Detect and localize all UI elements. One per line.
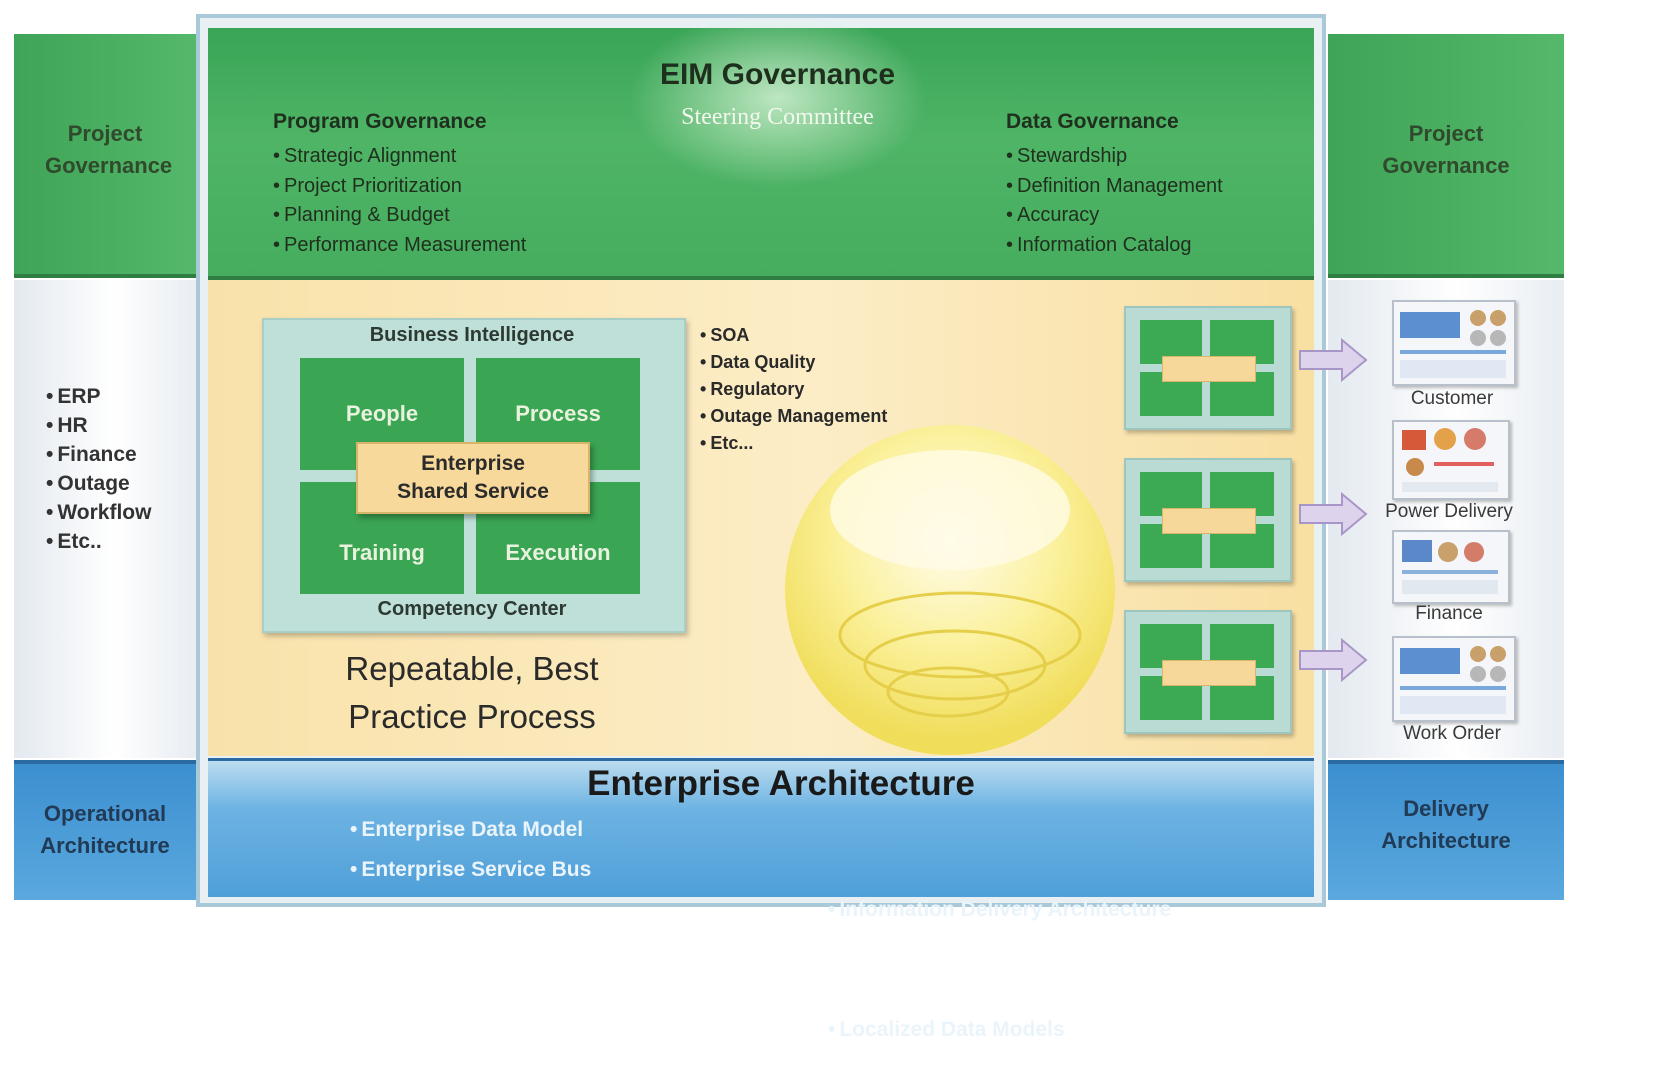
left-systems-list: ERP HR Finance Outage Workflow Etc.. xyxy=(46,382,151,556)
topic-item: Outage Management xyxy=(700,403,887,430)
architecture-list-right: Information Delivery Architecture Locali… xyxy=(828,810,1171,1090)
topics-list: SOA Data Quality Regulatory Outage Manag… xyxy=(700,322,887,457)
topic-item: Regulatory xyxy=(700,376,887,403)
architecture-item: Enterprise Service Bus xyxy=(350,850,591,890)
arrow-right-icon xyxy=(1299,338,1368,382)
architecture-item: Localized Data Models xyxy=(828,1010,1171,1050)
enterprise-shared-service-box: Enterprise Shared Service xyxy=(356,442,590,514)
architecture-item: Enterprise Data Model xyxy=(350,810,591,850)
system-item: ERP xyxy=(46,382,151,411)
topic-item: Data Quality xyxy=(700,349,887,376)
system-item: Workflow xyxy=(46,498,151,527)
topic-item: Etc... xyxy=(700,430,887,457)
operational-architecture-label: Operational Architecture xyxy=(40,801,170,858)
data-governance-item: Definition Management xyxy=(1006,172,1223,202)
customer-report-thumbnail xyxy=(1392,300,1516,386)
competency-center-label: Competency Center xyxy=(377,598,567,620)
architecture-item: Information Delivery Architecture xyxy=(828,890,1171,930)
system-item: HR xyxy=(46,411,151,440)
sphere-graphic xyxy=(785,425,1115,755)
left-governance-panel xyxy=(14,34,196,278)
data-governance-heading: Data Governance xyxy=(1006,110,1179,133)
arrow-right-icon xyxy=(1299,492,1368,536)
tagline-line: Practice Process xyxy=(348,698,596,735)
delivery-architecture-label: Delivery Architecture xyxy=(1381,796,1511,853)
left-architecture-panel xyxy=(14,760,196,900)
program-item: Project Prioritization xyxy=(273,172,526,202)
power-delivery-report-thumbnail xyxy=(1392,420,1510,500)
steering-committee-subtitle: Steering Committee xyxy=(681,104,874,130)
program-governance-list: Strategic Alignment Project Prioritizati… xyxy=(273,142,526,260)
finance-report-thumbnail xyxy=(1392,530,1510,604)
system-item: Etc.. xyxy=(46,527,151,556)
enterprise-architecture-title: Enterprise Architecture xyxy=(587,764,975,803)
data-governance-item: Stewardship xyxy=(1006,142,1223,172)
left-project-governance-label: Project Governance xyxy=(45,121,173,178)
business-intelligence-label: Business Intelligence xyxy=(369,324,575,346)
service-tile-3 xyxy=(1124,610,1292,734)
data-governance-list: Stewardship Definition Management Accura… xyxy=(1006,142,1223,260)
architecture-list-left: Enterprise Data Model Enterprise Service… xyxy=(350,810,591,890)
report-caption: Power Delivery xyxy=(1385,501,1513,522)
system-item: Outage xyxy=(46,469,151,498)
right-project-governance-label: Project Governance xyxy=(1382,121,1510,178)
arrow-right-icon xyxy=(1299,638,1368,682)
right-governance-panel xyxy=(1328,34,1564,278)
report-caption: Finance xyxy=(1415,603,1483,624)
report-caption: Customer xyxy=(1410,388,1494,409)
system-item: Finance xyxy=(46,440,151,469)
program-item: Performance Measurement xyxy=(273,231,526,261)
program-item: Planning & Budget xyxy=(273,201,526,231)
tagline-line: Repeatable, Best xyxy=(345,650,599,687)
report-caption: Work Order xyxy=(1403,723,1501,744)
work-order-report-thumbnail xyxy=(1392,636,1516,722)
program-item: Strategic Alignment xyxy=(273,142,526,172)
data-governance-item: Accuracy xyxy=(1006,201,1223,231)
service-tile-2 xyxy=(1124,458,1292,582)
topic-item: SOA xyxy=(700,322,887,349)
service-tile-1 xyxy=(1124,306,1292,430)
program-governance-heading: Program Governance xyxy=(273,110,487,133)
right-architecture-panel xyxy=(1328,760,1564,900)
eim-governance-title: EIM Governance xyxy=(659,58,896,91)
data-governance-item: Information Catalog xyxy=(1006,231,1223,261)
tagline: Repeatable, Best Practice Process xyxy=(262,645,682,741)
